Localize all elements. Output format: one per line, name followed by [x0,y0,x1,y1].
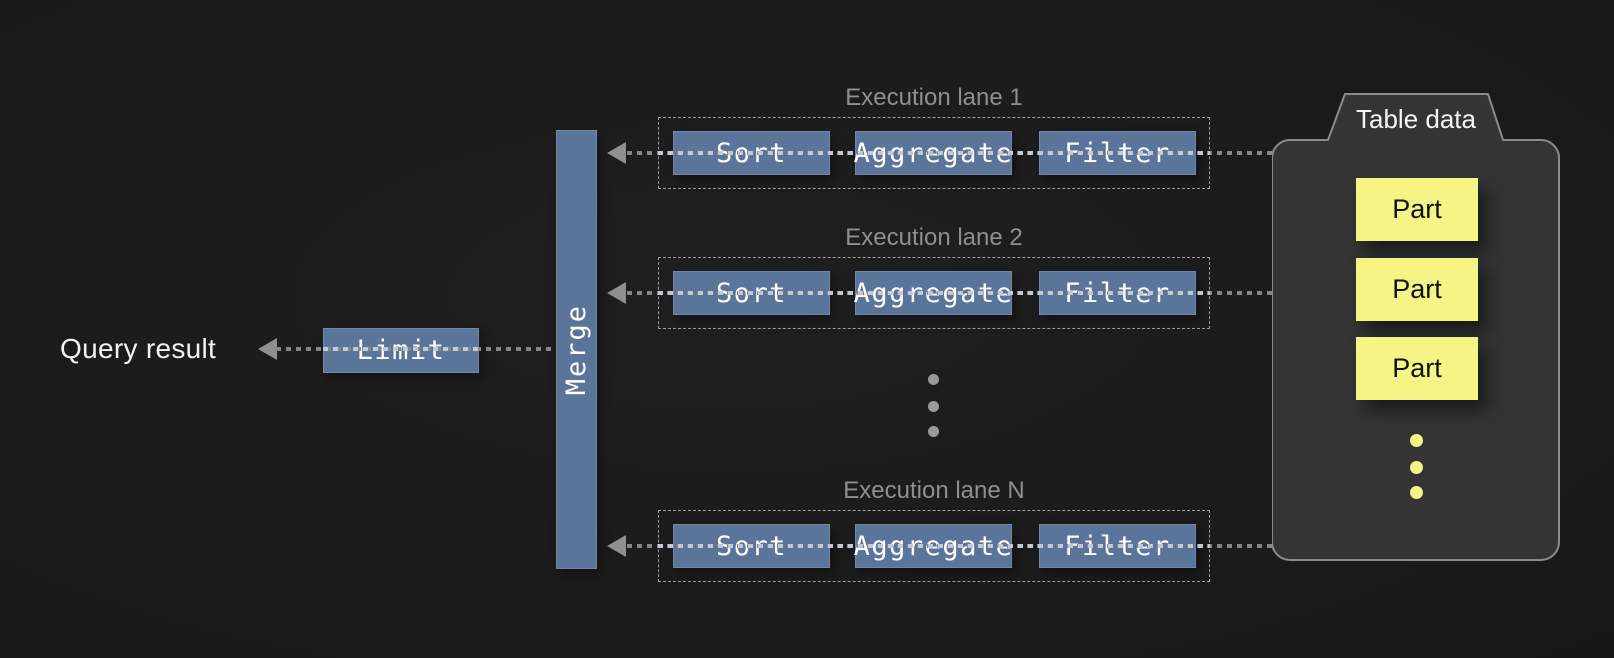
part-box-2: Part [1356,258,1478,321]
part-box-3: Part [1356,337,1478,400]
arrowhead-left-icon [258,338,277,360]
merge-operator-bar: Merge [556,130,597,569]
merge-operator-label: Merge [561,303,592,396]
lane-1-label: Execution lane 1 [845,84,1023,111]
arrowhead-left-icon [607,142,626,164]
query-result-label: Query result [60,333,217,364]
flow-line-lane-2-inner [658,291,1210,295]
arrowhead-left-icon [607,282,626,304]
part-2-label: Part [1392,274,1442,304]
part-3-label: Part [1392,353,1442,383]
part-box-1: Part [1356,178,1478,241]
part-1-label: Part [1392,194,1442,224]
flow-line-lane-1-inner [658,151,1210,155]
arrowhead-left-icon [607,535,626,557]
lane-2-label: Execution lane 2 [845,224,1023,251]
flow-line-lane-n-inner [658,544,1210,548]
table-data-label: Table data [1356,104,1476,134]
flow-line-over-limit [323,347,479,351]
lane-n-label: Execution lane N [843,477,1025,504]
